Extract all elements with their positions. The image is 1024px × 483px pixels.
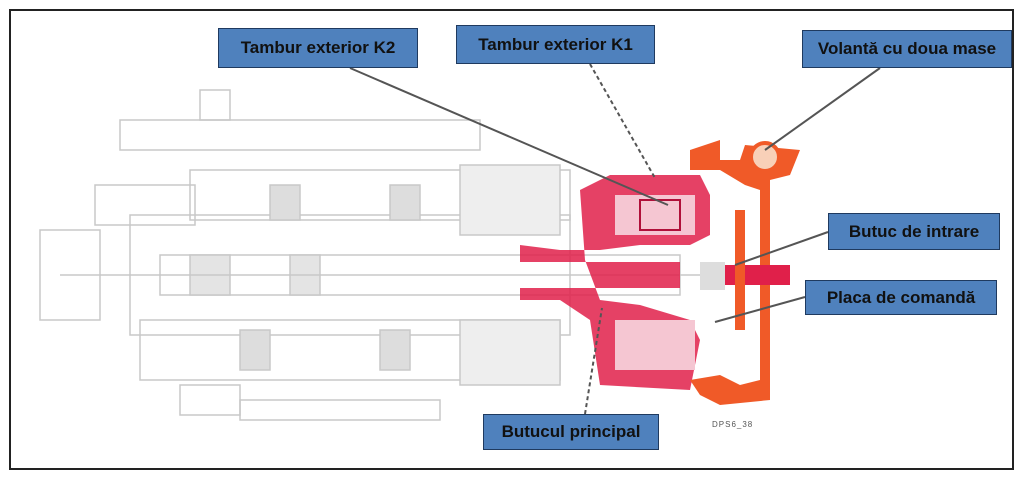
label-tambur-exterior-k1: Tambur exterior K1 xyxy=(456,25,655,64)
label-volanta-doua-mase: Volantă cu doua mase xyxy=(802,30,1012,68)
leader-butucul-principal xyxy=(584,307,603,415)
dual-mass-flywheel xyxy=(690,140,800,405)
leader-volanta xyxy=(764,67,881,151)
leader-k2 xyxy=(349,67,669,206)
diagram-frame xyxy=(9,9,1014,470)
gearbox-drawing xyxy=(39,89,700,421)
figure-code: DPS6_38 xyxy=(712,420,754,429)
dual-clutch xyxy=(520,175,710,390)
leader-lines xyxy=(349,63,881,415)
leader-placa xyxy=(714,296,806,323)
label-tambur-exterior-k2: Tambur exterior K2 xyxy=(218,28,418,68)
leader-butuc-intrare xyxy=(734,231,829,266)
label-butuc-de-intrare: Butuc de intrare xyxy=(828,213,1000,250)
label-butucul-principal: Butucul principal xyxy=(483,414,659,450)
label-placa-de-comanda: Placa de comandă xyxy=(805,280,997,315)
leader-k1 xyxy=(589,63,656,179)
